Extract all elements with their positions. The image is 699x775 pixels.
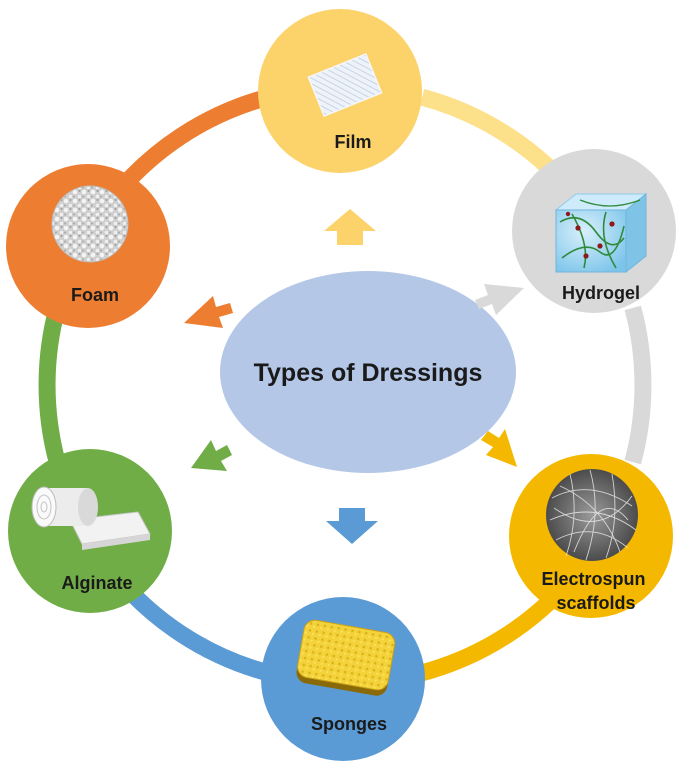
alginate-roll-icon (31, 486, 151, 550)
foam-label: Foam (71, 285, 119, 305)
center-hub: Types of Dressings (220, 271, 516, 473)
hydrogel-label: Hydrogel (562, 283, 640, 303)
node-foam: Foam (6, 164, 170, 328)
film-label: Film (334, 132, 371, 152)
arrow-to-electrospun (481, 429, 517, 467)
sponge-icon (296, 619, 396, 696)
node-alginate: Alginate (8, 449, 172, 613)
electrospun-label: Electrospun scaffolds (541, 569, 650, 613)
hydrogel-cube-icon (554, 192, 648, 274)
arrow-to-foam (184, 296, 233, 328)
center-title: Types of Dressings (254, 359, 483, 387)
center-ellipse (220, 271, 516, 473)
node-film: Film (258, 9, 422, 173)
arrow-to-hydrogel (475, 284, 524, 315)
film-icon (307, 52, 383, 118)
node-electrospun: Electrospun scaffolds (509, 454, 673, 618)
alginate-label: Alginate (61, 573, 132, 593)
sponges-label: Sponges (311, 714, 387, 734)
electrospun-fiber-icon (546, 469, 638, 561)
arc-hydrogel-electrospun (624, 305, 652, 465)
node-sponges: Sponges (261, 597, 425, 761)
arrows (184, 209, 524, 544)
arrow-to-alginate (191, 440, 232, 471)
foam-disc-icon (51, 185, 129, 263)
arc-alginate-foam (38, 305, 66, 465)
arrow-to-film (324, 209, 376, 245)
node-hydrogel: Hydrogel (512, 149, 676, 313)
arrow-to-sponges (326, 508, 378, 544)
